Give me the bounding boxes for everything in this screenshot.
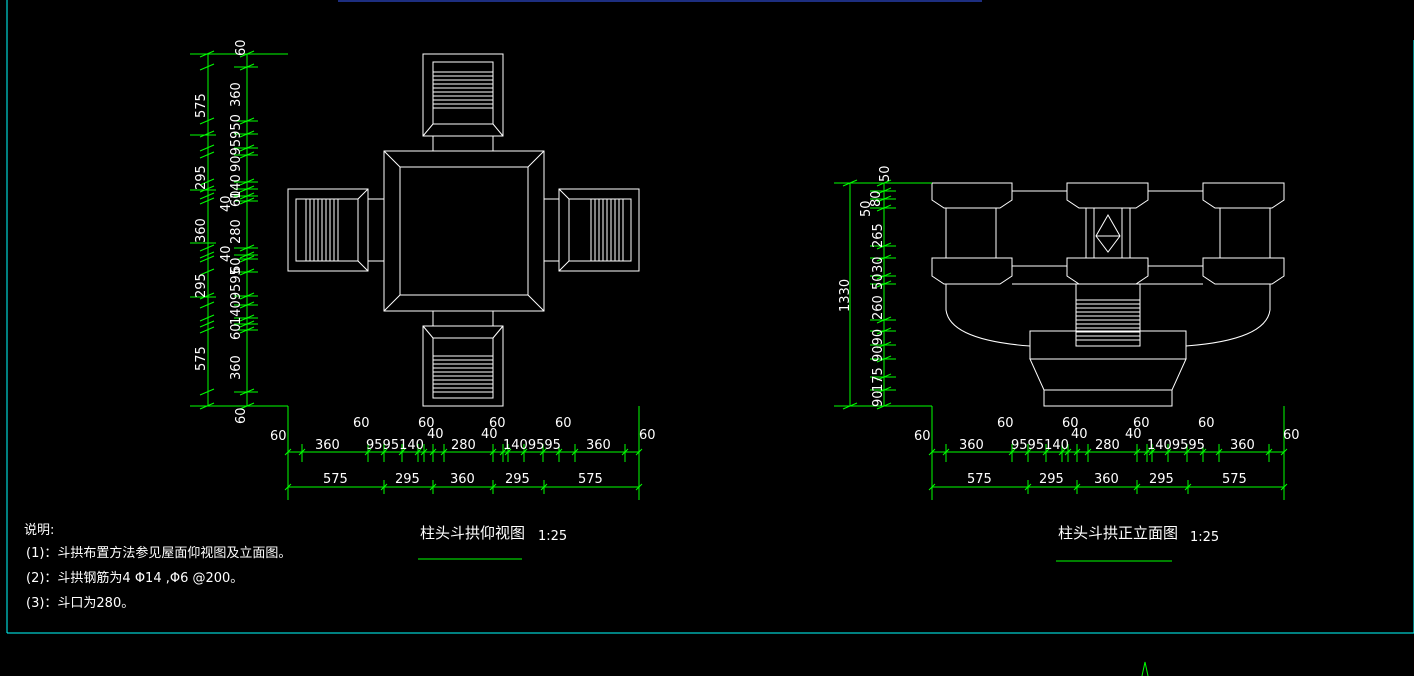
plan-li-0: 60 — [234, 39, 249, 56]
elev-li-2: 80 — [869, 190, 884, 207]
plan-b2-3: 295 — [505, 472, 530, 487]
plan-li-3: 140 — [229, 174, 244, 199]
plan-lo-3: 295 — [194, 273, 209, 298]
elev-li-4: 30 — [871, 256, 886, 273]
plan-b1-0: 60 — [270, 429, 287, 444]
plan-view — [190, 50, 643, 560]
elev-cap-right — [1202, 182, 1285, 209]
plan-li-10: 60 — [229, 323, 244, 340]
plan-li-1: 360 — [229, 82, 244, 107]
plan-lo-4: 575 — [194, 346, 209, 371]
plan-b1-4: 280 — [451, 438, 476, 453]
elev-left-total: 1330 — [838, 279, 853, 312]
plan-bt-3: 60 — [555, 416, 572, 431]
elev-b2-1: 295 — [1039, 472, 1064, 487]
elev-b2-3: 295 — [1149, 472, 1174, 487]
elev-cap-left — [931, 182, 1013, 209]
plan-li-6: 280 — [229, 219, 244, 244]
elev-li-5: 50 — [871, 273, 886, 290]
elev-b1-1: 360 — [959, 438, 984, 453]
elevation-title: 柱头斗拱正立面图 — [1058, 524, 1178, 542]
plan-b1-1: 360 — [315, 438, 340, 453]
plan-li-2: 9095950 — [229, 114, 244, 172]
elev-li-0: 50 — [878, 165, 893, 182]
note-2: (2)：斗拱钢筋为4 Φ14 ,Φ6 @200。 — [26, 570, 243, 586]
plan-li-11: 360 — [229, 355, 244, 380]
elev-core — [1075, 283, 1141, 347]
elev-b1-8: 60 — [1283, 428, 1300, 443]
note-3: (3)：斗口为280。 — [26, 596, 134, 611]
elev-b1-7: 360 — [1230, 438, 1255, 453]
elev-li-7: 9090 — [871, 329, 886, 362]
elev-cap-mid — [1066, 182, 1149, 209]
plan-b1-2: 9595140 — [366, 438, 424, 453]
plan-arm-left — [287, 188, 369, 272]
elevation-scale: 1:25 — [1190, 530, 1219, 545]
plan-center-outer — [383, 150, 545, 312]
plan-b2-2: 360 — [450, 472, 475, 487]
plan-li-7: 40 — [219, 245, 234, 262]
elev-b1-2: 9595140 — [1011, 438, 1069, 453]
plan-b1-8: 60 — [639, 428, 656, 443]
elevation-view — [834, 179, 1288, 562]
plan-li-4: 40 — [219, 195, 234, 212]
elev-bt-0: 60 — [997, 416, 1014, 431]
plan-b2-4: 575 — [578, 472, 603, 487]
plan-bt-2: 60 — [489, 416, 506, 431]
plan-scale: 1:25 — [538, 529, 567, 544]
elev-b2-0: 575 — [967, 472, 992, 487]
elev-li-9: 90 — [871, 390, 886, 407]
cursor-mark — [1141, 661, 1149, 676]
plan-bt-1: 60 — [418, 416, 435, 431]
elev-li-6: 260 — [871, 295, 886, 320]
plan-b1-3: 40 — [427, 427, 444, 442]
plan-lo-0: 575 — [194, 93, 209, 118]
plan-arm-right — [558, 188, 640, 272]
elev-bt-3: 60 — [1198, 416, 1215, 431]
plan-li-5: 60 — [229, 190, 244, 207]
plan-b1-5: 40 — [481, 427, 498, 442]
plan-li-12: 60 — [234, 407, 249, 424]
plan-b2-0: 575 — [323, 472, 348, 487]
plan-lo-1: 295 — [194, 165, 209, 190]
plan-arm-bottom — [422, 325, 504, 407]
plan-center-inner — [399, 166, 529, 296]
plan-b2-1: 295 — [395, 472, 420, 487]
elev-b1-0: 60 — [914, 429, 931, 444]
elev-li-3: 265 — [871, 223, 886, 248]
elev-b1-3: 40 — [1071, 427, 1088, 442]
elev-b1-4: 280 — [1095, 438, 1120, 453]
plan-lo-2: 360 — [194, 218, 209, 243]
plan-li-9: 1409595 — [229, 267, 244, 325]
plan-b1-7: 360 — [586, 438, 611, 453]
notes-heading: 说明: — [24, 523, 54, 538]
elev-li-8: 175 — [871, 367, 886, 392]
elev-b1-6: 1409595 — [1147, 438, 1205, 453]
plan-b1-6: 1409595 — [503, 438, 561, 453]
elev-b1-5: 40 — [1125, 427, 1142, 442]
plan-arm-top — [422, 53, 504, 137]
elev-li-1: 50 — [859, 200, 874, 217]
plan-bt-0: 60 — [353, 416, 370, 431]
elev-bt-1: 60 — [1062, 416, 1079, 431]
plan-title: 柱头斗拱仰视图 — [420, 524, 525, 542]
elev-bt-2: 60 — [1133, 416, 1150, 431]
elev-b2-4: 575 — [1222, 472, 1247, 487]
elev-b2-2: 360 — [1094, 472, 1119, 487]
note-1: (1)：斗拱布置方法参见屋面仰视图及立面图。 — [26, 545, 291, 561]
plan-li-8: 60 — [229, 257, 244, 274]
